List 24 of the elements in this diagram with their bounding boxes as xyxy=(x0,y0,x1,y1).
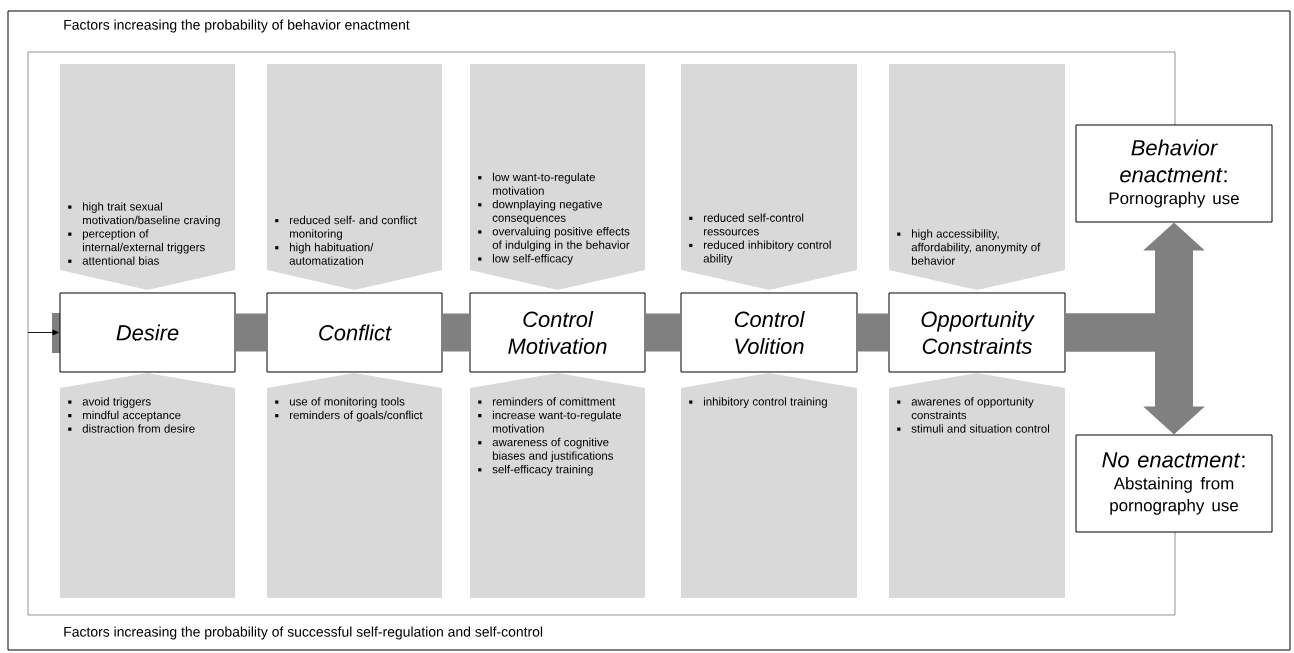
panel-heading: Factors increasing the probability of behavior enactment xyxy=(64,19,410,33)
factor-panel: reduced self-control ressources reduced inhibitory control ability xyxy=(681,64,857,290)
factor-panel: avoid triggers mindful acceptance distraction from desire xyxy=(60,373,235,598)
flow-bar xyxy=(235,313,267,352)
arrow xyxy=(27,329,59,336)
factor-panel: use of monitoring tools reminders of goals/conflict xyxy=(267,373,442,598)
factor-panel: reduced self- and conflict monitoring high habituation/ automatization xyxy=(267,64,442,290)
factor-panel: awarenes of opportunity constraints stimuli and situation control xyxy=(889,373,1065,598)
flow-bar xyxy=(645,313,681,352)
factor-panel: low want-to-regulate motivation downplaying negative consequences overvaluing positive effects of indulging in the behavior low self-efficacy xyxy=(470,64,645,290)
factor-panel: inhibitory control training xyxy=(681,373,857,598)
factor-panel: reminders of comittment increase want-to-regulate motivation awareness of cognitive biases and justifications self-efficacy training xyxy=(470,373,645,598)
factor-panel: high trait sexual motivation/baseline craving perception of internal/external triggers attentional bias xyxy=(60,64,235,290)
stage-box: Conflict xyxy=(266,292,443,373)
factor-panel: high accessibility, affordability, anonymity of behavior xyxy=(889,64,1065,290)
outcome-box: No enactment: Abstaining from pornography use xyxy=(1075,434,1273,533)
flow-bar xyxy=(442,313,470,352)
stage-box: Control Motivation xyxy=(469,292,646,373)
flow-bar xyxy=(857,313,889,352)
stage-box: Desire xyxy=(59,292,236,373)
stage-box: Opportunity Constraints xyxy=(888,292,1066,373)
stage-box: Control Volition xyxy=(680,292,858,373)
outcome-box: Behavior enactment: Pornography use xyxy=(1075,124,1273,223)
panel-heading: Factors increasing the probability of successful self-regulation and self-control xyxy=(64,626,543,640)
